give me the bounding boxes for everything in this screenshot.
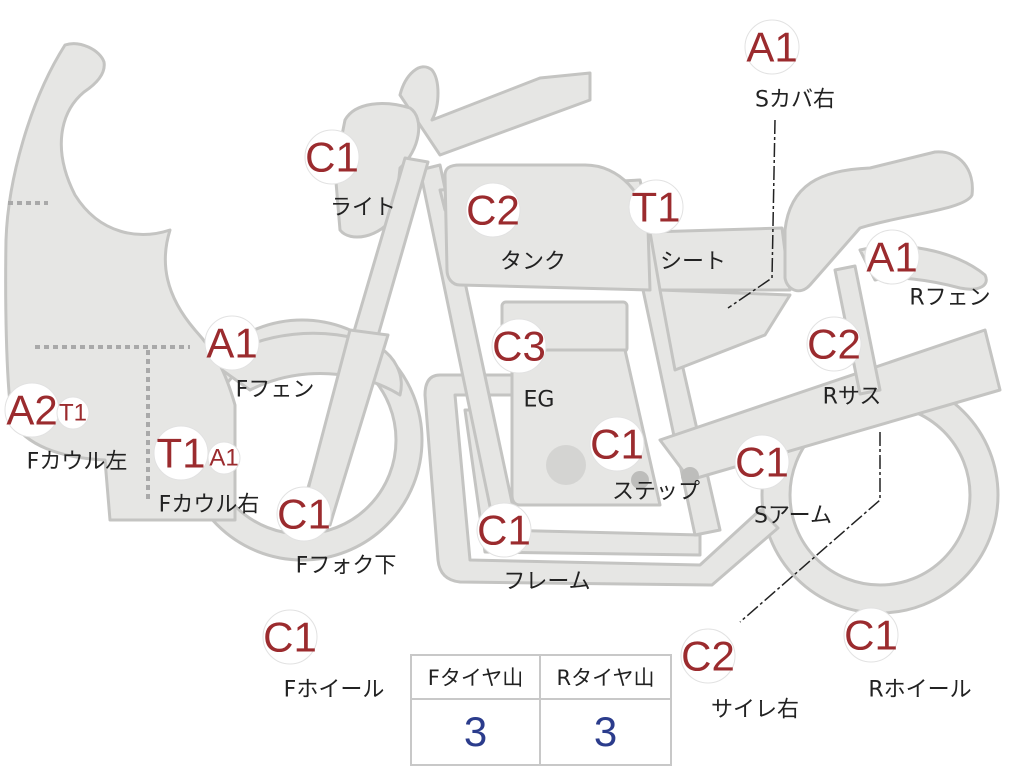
- grade-text: T1: [156, 430, 205, 477]
- grade-text: C1: [305, 134, 359, 181]
- front-tire-header: Fタイヤ山: [412, 656, 541, 700]
- rear-tire-value: 3: [593, 708, 618, 755]
- silencer-leader-line: [739, 432, 881, 623]
- tire-tread-table: Fタイヤ山 Rタイヤ山 3 3: [410, 654, 672, 766]
- grade-badge: [628, 179, 684, 235]
- part-frame: C1 フレーム: [476, 502, 591, 595]
- seat-shape: [648, 226, 792, 292]
- grade-text: C1: [477, 507, 531, 554]
- grade-text: A2: [6, 387, 57, 434]
- grade-text: C1: [735, 439, 789, 486]
- extra-grade-text: T1: [59, 400, 87, 427]
- extra-grade-badge: [207, 441, 241, 475]
- part-label: Fフェン: [236, 378, 315, 403]
- part-label: Sアーム: [754, 504, 832, 529]
- part-seat: T1 シート: [628, 179, 726, 275]
- extra-grade-badge: [56, 396, 90, 430]
- part-f-cowl-r: T1 A1 Fカウル右: [153, 425, 260, 518]
- part-f-fork: C1 Fフォク下: [276, 486, 397, 579]
- grade-badge: [465, 182, 521, 238]
- part-label: Rフェン: [909, 286, 990, 311]
- part-label: ライト: [330, 196, 396, 221]
- parts-annotations: A1 Sカバ右 C1 ライト C2 タンク T1 シート A1 Rフェン A1 …: [4, 19, 991, 723]
- part-silencer-r: C2 サイレ右: [680, 628, 799, 723]
- part-label: Fカウル右: [159, 493, 260, 518]
- grade-text: C1: [590, 421, 644, 468]
- part-r-wheel: C1 Rホイール: [843, 607, 972, 703]
- frame-lower-shape: [423, 373, 780, 587]
- part-label: タンク: [500, 250, 566, 275]
- grade-badge: [262, 609, 318, 665]
- part-label: Fフォク下: [296, 554, 397, 579]
- rear-tire-header: Rタイヤ山: [541, 656, 670, 700]
- part-label: フレーム: [503, 570, 590, 595]
- grade-badge: [734, 434, 790, 490]
- grade-text: C2: [807, 321, 861, 368]
- part-label: EG: [524, 388, 555, 413]
- grade-badge: [864, 229, 920, 285]
- part-label: Fホイール: [284, 678, 385, 703]
- grade-badge: [744, 19, 800, 75]
- grade-text: C2: [466, 187, 520, 234]
- extra-grade-text: A1: [209, 445, 238, 472]
- part-r-fender: A1 Rフェン: [864, 229, 991, 311]
- part-r-sus: C2 Rサス: [806, 316, 882, 410]
- part-f-wheel: C1 Fホイール: [262, 609, 385, 703]
- grade-text: C1: [844, 612, 898, 659]
- part-label: ステップ: [612, 480, 700, 505]
- part-label: Fカウル左: [27, 450, 128, 475]
- headlight-shape: [333, 102, 421, 239]
- grade-badge: [680, 628, 736, 684]
- grade-badge: [153, 425, 209, 481]
- grade-badge: [589, 416, 645, 472]
- grade-text: A1: [746, 24, 797, 71]
- part-label: Rホイール: [868, 678, 971, 703]
- part-engine: C3 EG: [491, 318, 555, 413]
- part-light: C1 ライト: [304, 129, 396, 221]
- grade-text: C3: [492, 323, 546, 370]
- grade-badge: [843, 607, 899, 663]
- grade-text: C1: [277, 491, 331, 538]
- part-label: Rサス: [823, 385, 882, 410]
- grade-text: C1: [263, 614, 317, 661]
- fork-lower-shape: [298, 328, 390, 527]
- grade-text: T1: [631, 184, 680, 231]
- part-s-cover-r: A1 Sカバ右: [744, 19, 835, 113]
- grade-badge: [276, 486, 332, 542]
- part-f-fender: A1 Fフェン: [204, 315, 315, 403]
- part-tank: C2 タンク: [465, 182, 566, 275]
- grade-text: A1: [866, 234, 917, 281]
- engine-cover-shape: [546, 445, 586, 485]
- part-label: シート: [660, 250, 726, 275]
- part-f-cowl-l: A2 T1 Fカウル左: [4, 382, 128, 475]
- grade-badge: [491, 318, 547, 374]
- front-tire-value: 3: [412, 700, 541, 764]
- part-s-arm: C1 Sアーム: [734, 434, 832, 529]
- grade-badge: [204, 315, 260, 371]
- handlebar-shape: [398, 65, 592, 157]
- grade-text: C2: [681, 633, 735, 680]
- part-label: Sカバ右: [755, 88, 835, 113]
- grade-badge: [476, 502, 532, 558]
- part-step: C1 ステップ: [589, 416, 700, 505]
- step-peg-2: [681, 467, 699, 485]
- tail-cowl-shape: [783, 150, 974, 293]
- part-label: サイレ右: [711, 698, 799, 723]
- grade-text: A1: [206, 320, 257, 367]
- side-cover-shape: [658, 288, 792, 372]
- s-cover-leader-line: [727, 119, 776, 309]
- grade-badge: [806, 316, 862, 372]
- grade-badge: [304, 129, 360, 185]
- step-peg-1: [631, 471, 649, 489]
